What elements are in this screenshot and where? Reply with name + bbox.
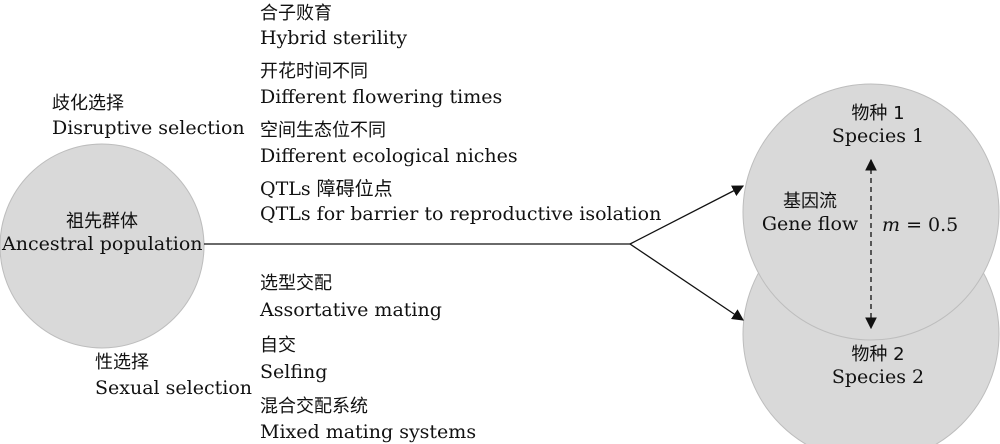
disruptive-selection-zh: 歧化选择	[52, 93, 124, 114]
species-2-en: Species 2	[831, 366, 925, 388]
gene-flow-en: Gene flow	[761, 213, 859, 235]
species-1-label: 物种 1 Species 1	[798, 102, 958, 148]
lower-barrier-zh: 混合交配系统	[260, 396, 368, 417]
gene-flow-label: 基因流 Gene flow	[754, 190, 866, 236]
species-1-en: Species 1	[831, 125, 925, 147]
ancestral-population-label: 祖先群体 Ancestral population	[2, 210, 203, 256]
ancestral-population-circle	[0, 143, 205, 349]
disruptive-selection-en: Disruptive selection	[52, 117, 245, 139]
upper-barrier-en: Hybrid sterility	[260, 27, 408, 49]
upper-barrier-en: QTLs for barrier to reproductive isolati…	[260, 203, 662, 225]
migration-rate-symbol: m	[882, 214, 901, 236]
migration-rate-label: m = 0.5	[882, 214, 958, 236]
upper-barrier-zh: 空间生态位不同	[260, 120, 386, 141]
species-1-zh: 物种 1	[851, 103, 905, 124]
upper-barrier-en: Different flowering times	[260, 86, 503, 108]
gene-flow-zh: 基因流	[783, 191, 837, 212]
sexual-selection-en: Sexual selection	[95, 377, 253, 399]
lower-barrier-zh: 选型交配	[260, 273, 332, 294]
upper-barrier-zh: 开花时间不同	[260, 61, 368, 82]
upper-barrier-zh: QTLs 障碍位点	[260, 178, 393, 200]
sexual-selection-zh: 性选择	[95, 352, 149, 373]
species-2-zh: 物种 2	[851, 344, 905, 365]
upper-barrier-en: Different ecological niches	[260, 145, 518, 167]
species-2-label: 物种 2 Species 2	[798, 343, 958, 389]
lower-barrier-zh: 自交	[260, 335, 296, 356]
ancestral-en: Ancestral population	[2, 233, 203, 255]
ancestral-zh: 祖先群体	[66, 211, 138, 232]
upper-barrier-zh: 合子败育	[260, 3, 332, 24]
lower-barrier-en: Selfing	[260, 361, 328, 383]
lower-barrier-en: Assortative mating	[260, 299, 442, 321]
arrow-to-species-2	[629, 243, 744, 321]
migration-rate-value: = 0.5	[906, 214, 959, 236]
lower-barrier-en: Mixed mating systems	[260, 421, 477, 443]
arrow-to-species-1	[629, 185, 745, 245]
